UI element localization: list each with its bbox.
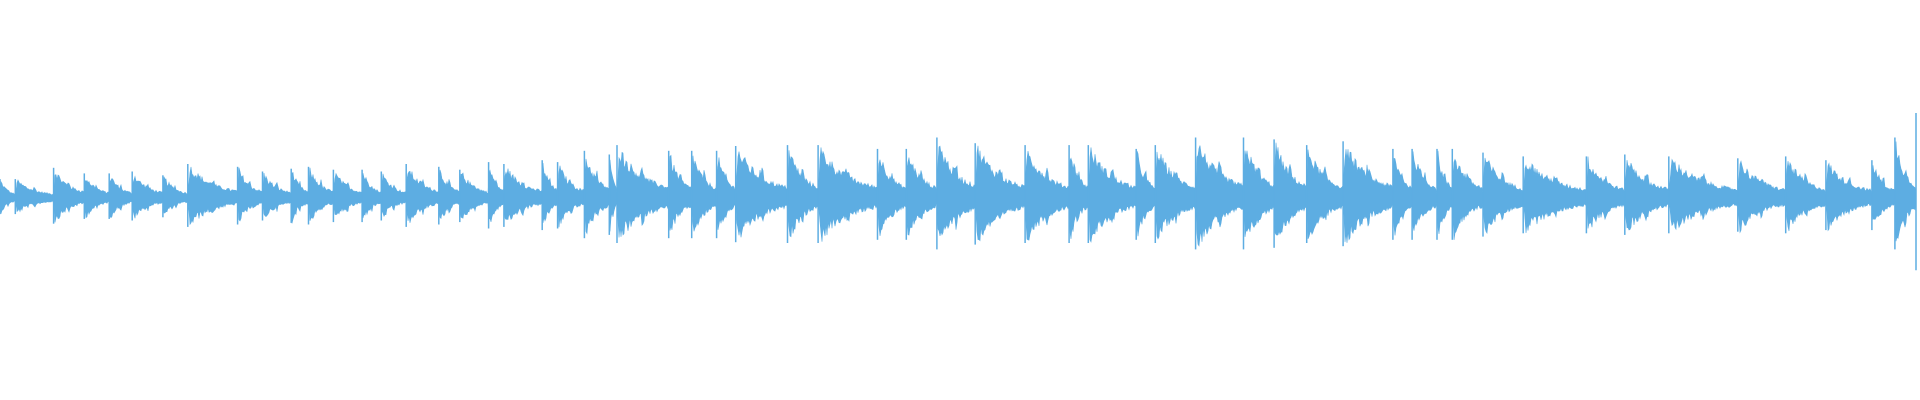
waveform-shape <box>0 113 1917 271</box>
waveform-envelope <box>0 141 1917 247</box>
